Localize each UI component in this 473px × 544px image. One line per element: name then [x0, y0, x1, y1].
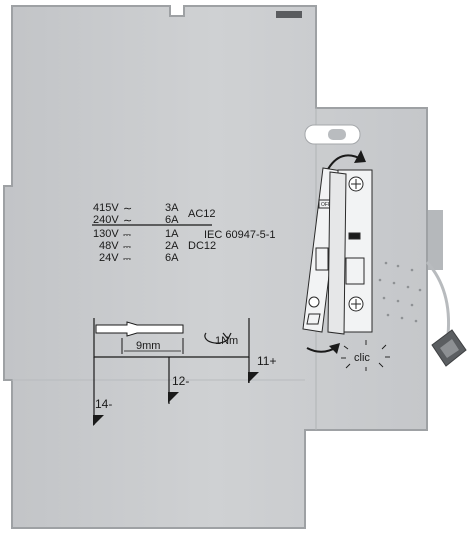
dc-row-2-voltage: 48V [99, 240, 119, 252]
din-rail-arc [425, 261, 451, 336]
terminal-11-triangle [248, 372, 259, 383]
auxiliary-screw-icon [308, 296, 320, 308]
terminal-markings: 14- 12- 11+ [93, 354, 276, 426]
dc-row-2-current: 2A [165, 240, 179, 252]
breaker-sketch [327, 169, 373, 335]
terminal-14-triangle [93, 415, 104, 426]
terminal-12-triangle [168, 392, 179, 403]
dc-row-1-current: 1A [165, 228, 179, 240]
strip-length-label: 9mm [136, 340, 160, 352]
rotate-cw-icon [204, 332, 229, 344]
din-clip [431, 329, 467, 367]
ratings-table: 415V ∼ 3A 240V ∼ 6A AC12 130V ⎓ 1A 48V ⎓… [92, 202, 276, 265]
dc-symbol-icon: ⎓ [123, 242, 131, 253]
ac-category: AC12 [188, 208, 216, 220]
dc-row-3-voltage: 24V [99, 252, 119, 264]
dc-symbol-icon: ⎓ [123, 254, 131, 265]
dc-symbol-icon: ⎓ [123, 230, 131, 241]
torque-label: 1Nm [215, 335, 238, 347]
status-indicator [348, 232, 361, 240]
standard-label: IEC 60947-5-1 [204, 229, 276, 241]
dc-row-1-voltage: 130V [93, 228, 119, 240]
terminal-instruction-box: 9mm 1Nm [93, 318, 250, 358]
click-burst [341, 340, 390, 371]
terminal-11-label: 11+ [257, 354, 276, 368]
ac-row-1-voltage: 415V [93, 202, 119, 214]
top-slot [276, 11, 302, 18]
rear-lug-right [425, 210, 443, 270]
screwdriver-icon [95, 321, 184, 337]
ac-symbol-icon: ∼ [123, 215, 132, 227]
ac-row-2-current: 6A [165, 214, 179, 226]
ac-symbol-icon: ∼ [123, 203, 132, 215]
dc-row-3-current: 6A [165, 252, 179, 264]
terminal-14-label: 14- [95, 397, 112, 411]
clic-label: clic [354, 352, 370, 364]
ac-row-1-current: 3A [165, 202, 179, 214]
off-mark: OFF [321, 202, 331, 208]
terminal-12-label: 12- [172, 374, 189, 388]
motion-dots [378, 261, 422, 323]
release-slot [304, 124, 361, 145]
ac-row-2-voltage: 240V [93, 214, 119, 226]
dc-category: DC12 [188, 240, 216, 252]
